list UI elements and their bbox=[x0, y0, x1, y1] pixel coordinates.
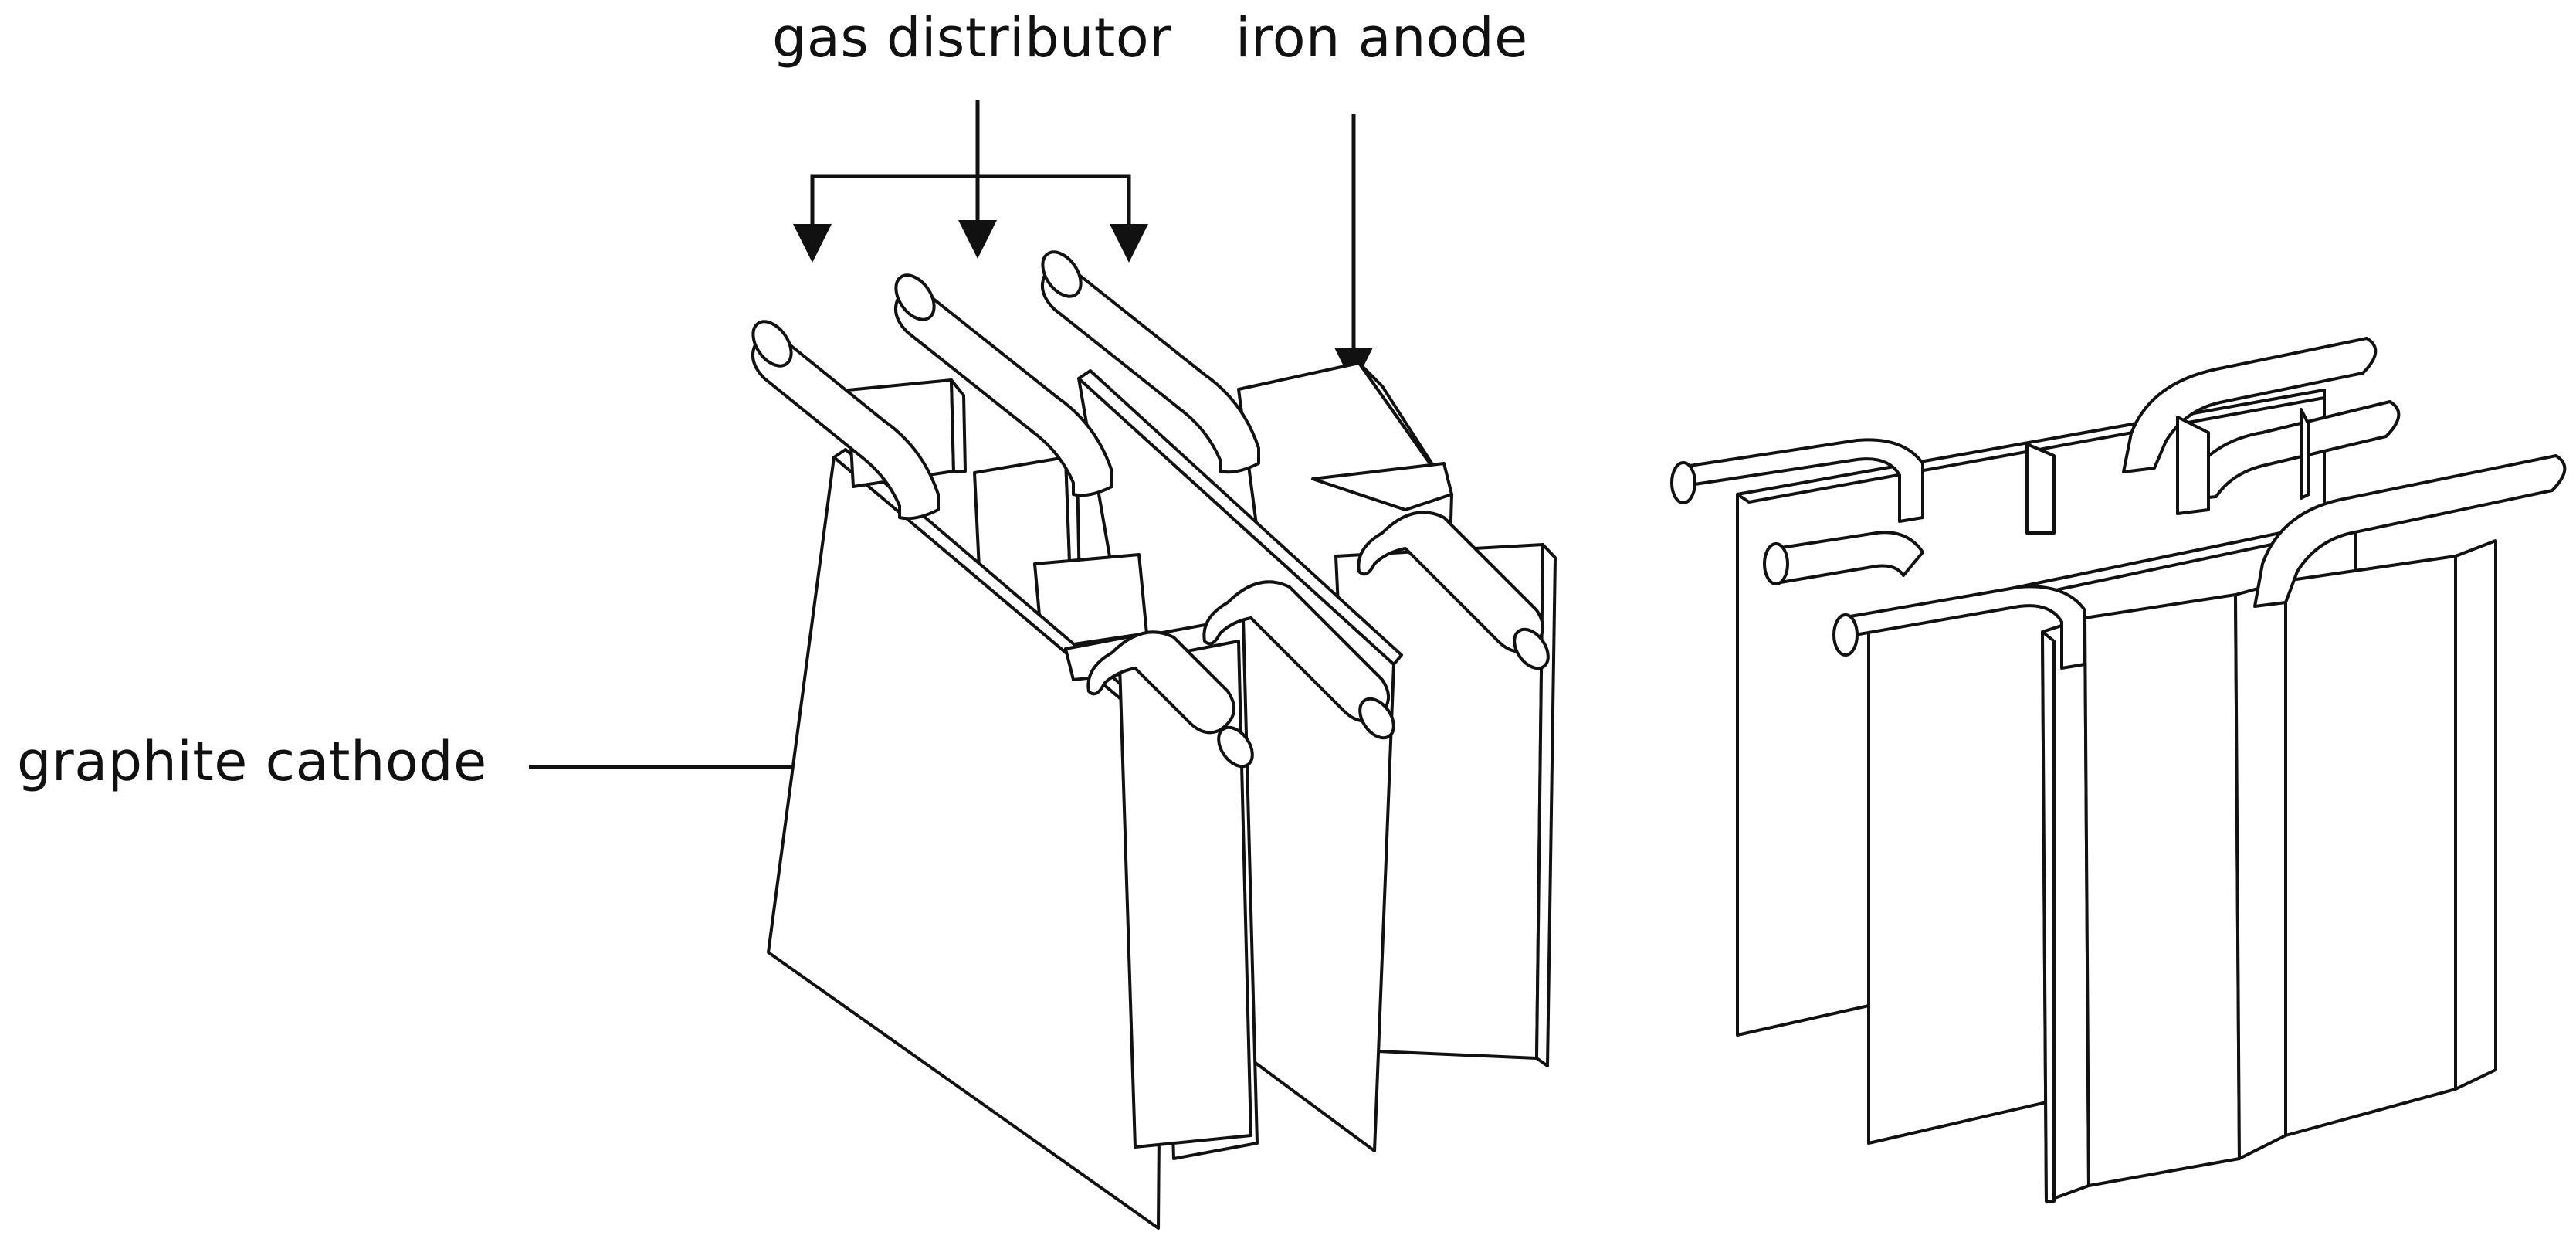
gas-pipe-2 bbox=[894, 273, 1395, 740]
back-gas-pipes bbox=[1670, 337, 2401, 585]
label-gas-distributor: gas distributor bbox=[772, 6, 1172, 70]
front-anode-fins bbox=[2041, 539, 2497, 1203]
left-electrode-assembly bbox=[751, 250, 1557, 1230]
front-gas-pipes bbox=[1832, 454, 2567, 670]
label-graphite-cathode: graphite cathode bbox=[17, 730, 487, 793]
gas-pipe-3b bbox=[1357, 511, 1550, 670]
gas-distributor-bracket bbox=[810, 174, 1131, 259]
back-anode-fins bbox=[2025, 408, 2310, 535]
gas-pipe-3 bbox=[1041, 250, 1260, 474]
label-iron-anode: iron anode bbox=[1235, 6, 1528, 70]
right-electrode-assembly bbox=[1670, 337, 2567, 1203]
gas-pipe-1 bbox=[751, 320, 1254, 769]
